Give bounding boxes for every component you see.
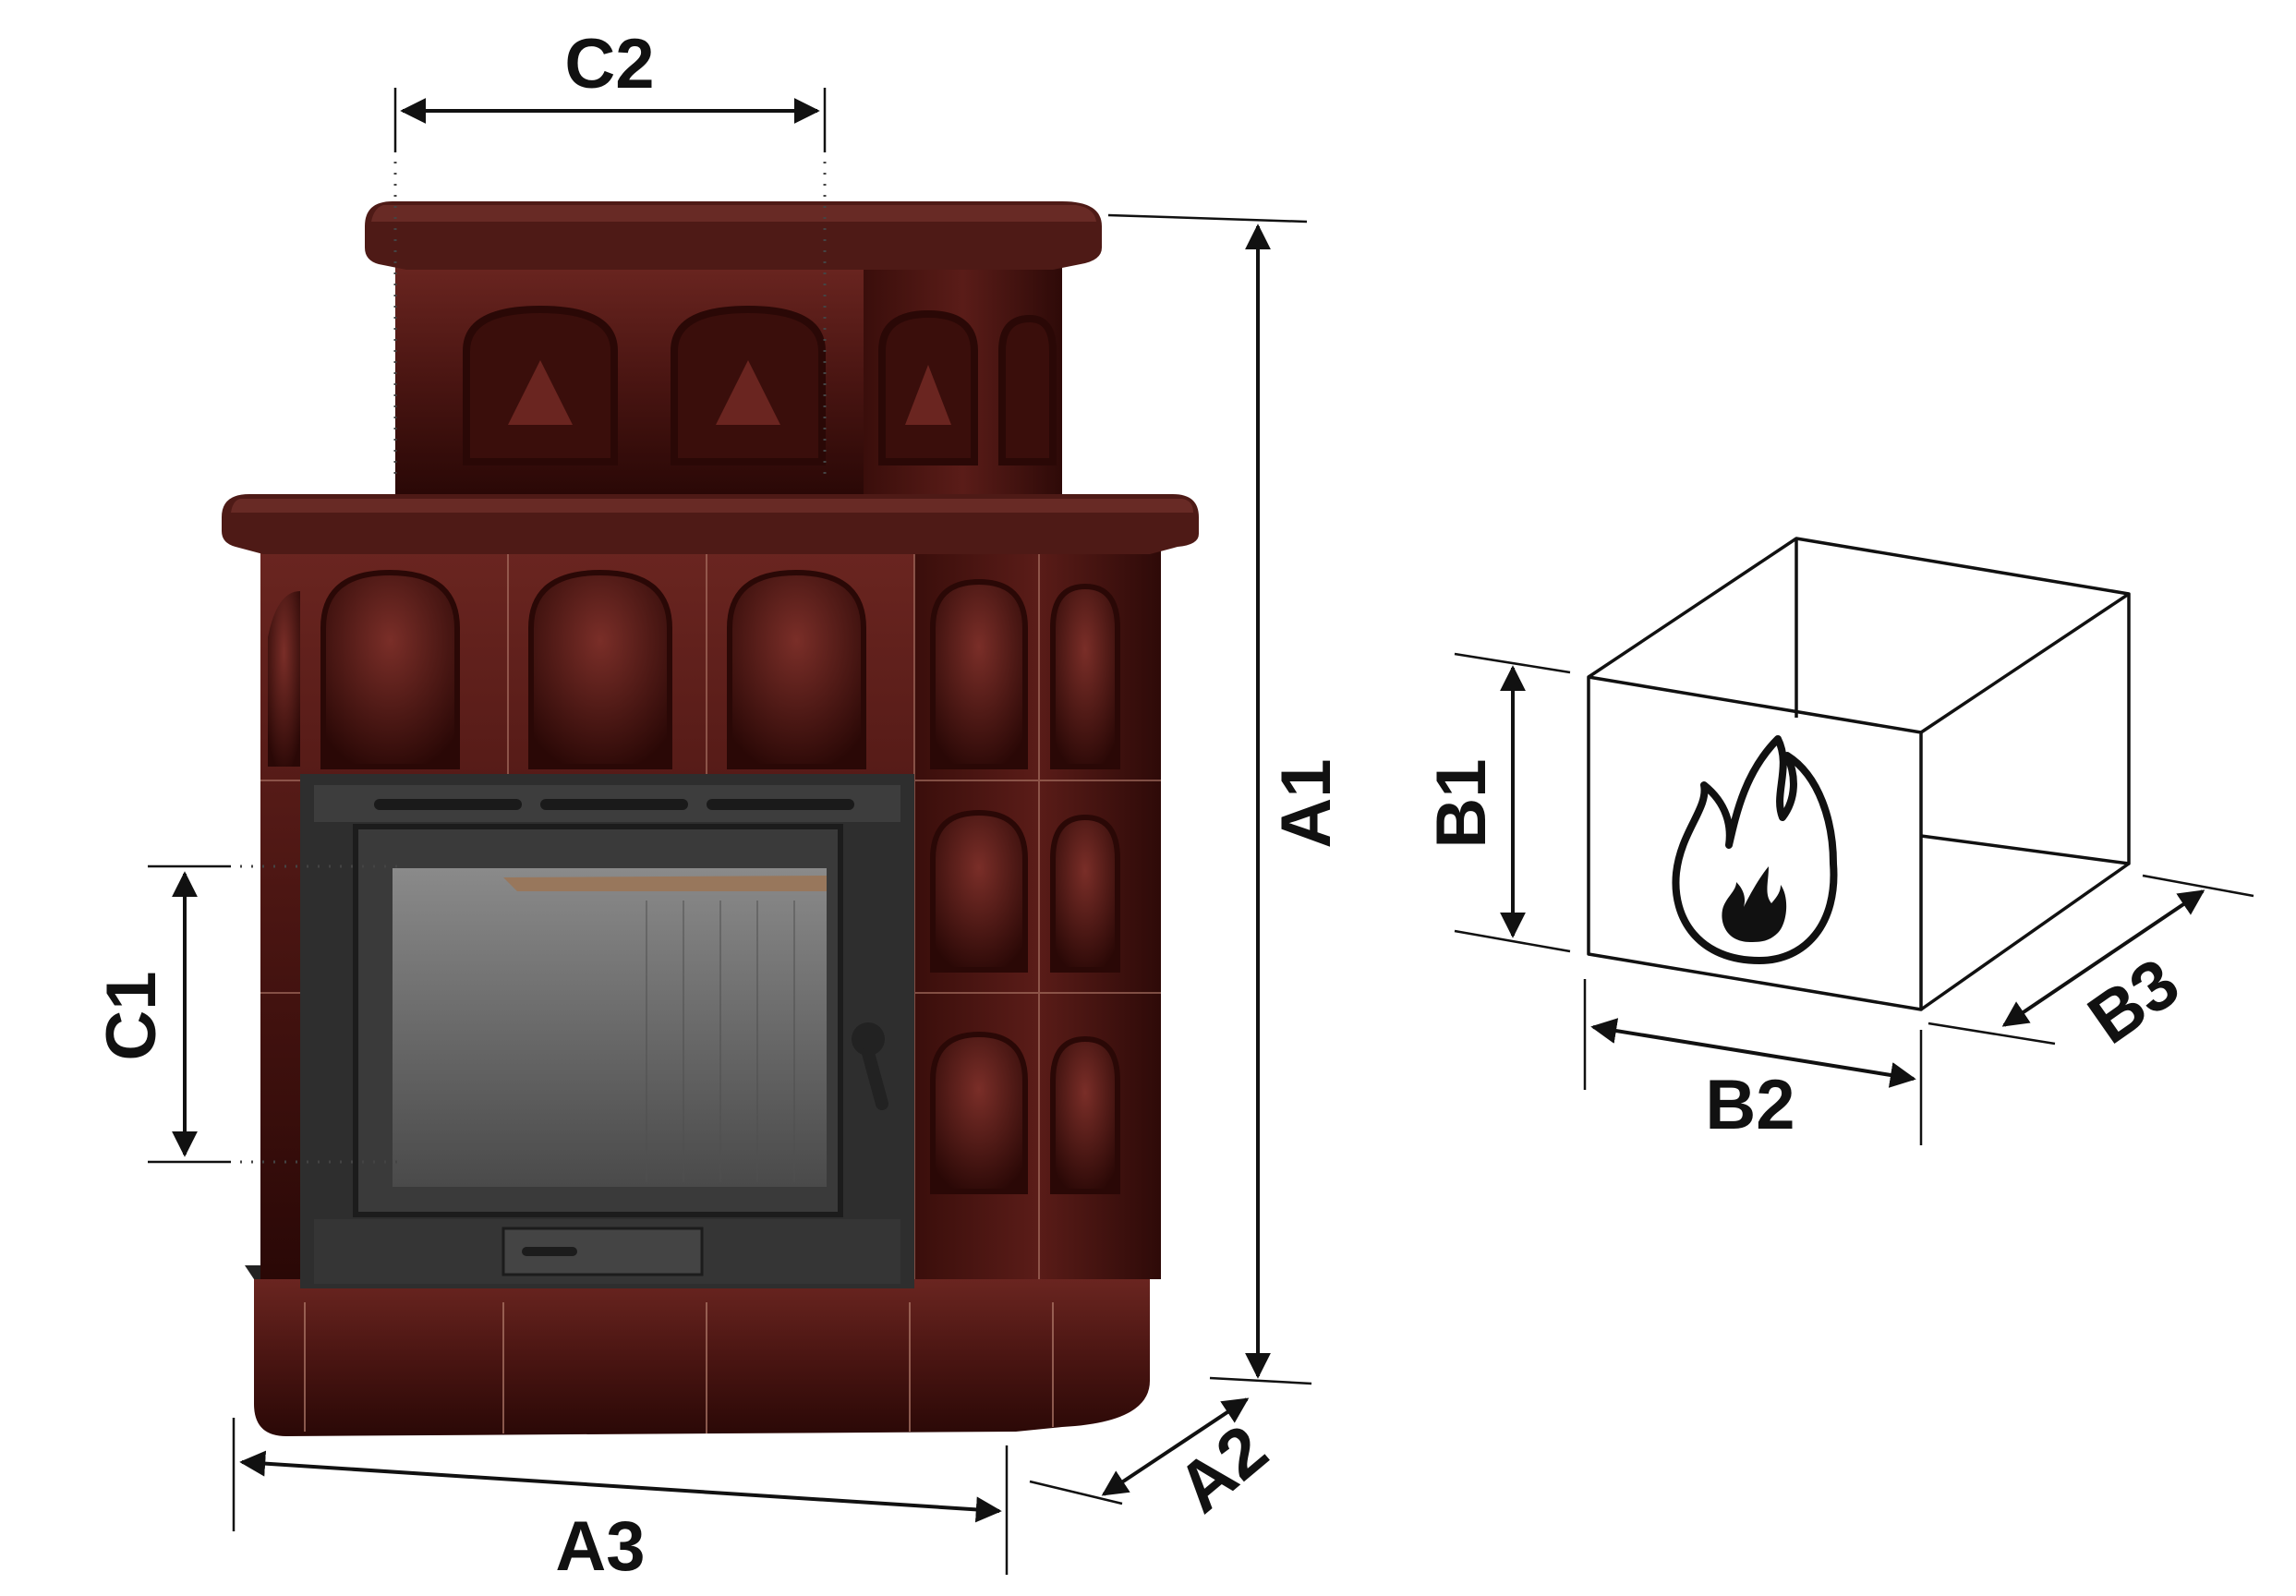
tiled-stove-illustration <box>222 201 1199 1436</box>
flame-icon <box>1672 735 1838 964</box>
tile-niches-front <box>268 569 1120 1194</box>
a3-dimension-line <box>239 1450 1002 1523</box>
label-c2: C2 <box>564 25 654 103</box>
label-b1: B1 <box>1422 758 1501 848</box>
firebox-door <box>300 774 914 1288</box>
fan-grilles <box>463 305 1057 466</box>
a2-dimension-line <box>1101 1397 1250 1496</box>
label-c1: C1 <box>92 971 171 1060</box>
firebox-outline-icon <box>1587 537 2131 1011</box>
label-a2: A2 <box>1163 1410 1282 1529</box>
label-b2: B2 <box>1705 1066 1795 1144</box>
label-a3: A3 <box>555 1507 645 1586</box>
label-b3: B3 <box>2074 943 2193 1058</box>
b2-dimension-line <box>1590 1018 1916 1088</box>
b3-dimension-line <box>2001 889 2205 1027</box>
stove-base <box>254 1279 1150 1436</box>
label-a1: A1 <box>1267 758 1346 848</box>
